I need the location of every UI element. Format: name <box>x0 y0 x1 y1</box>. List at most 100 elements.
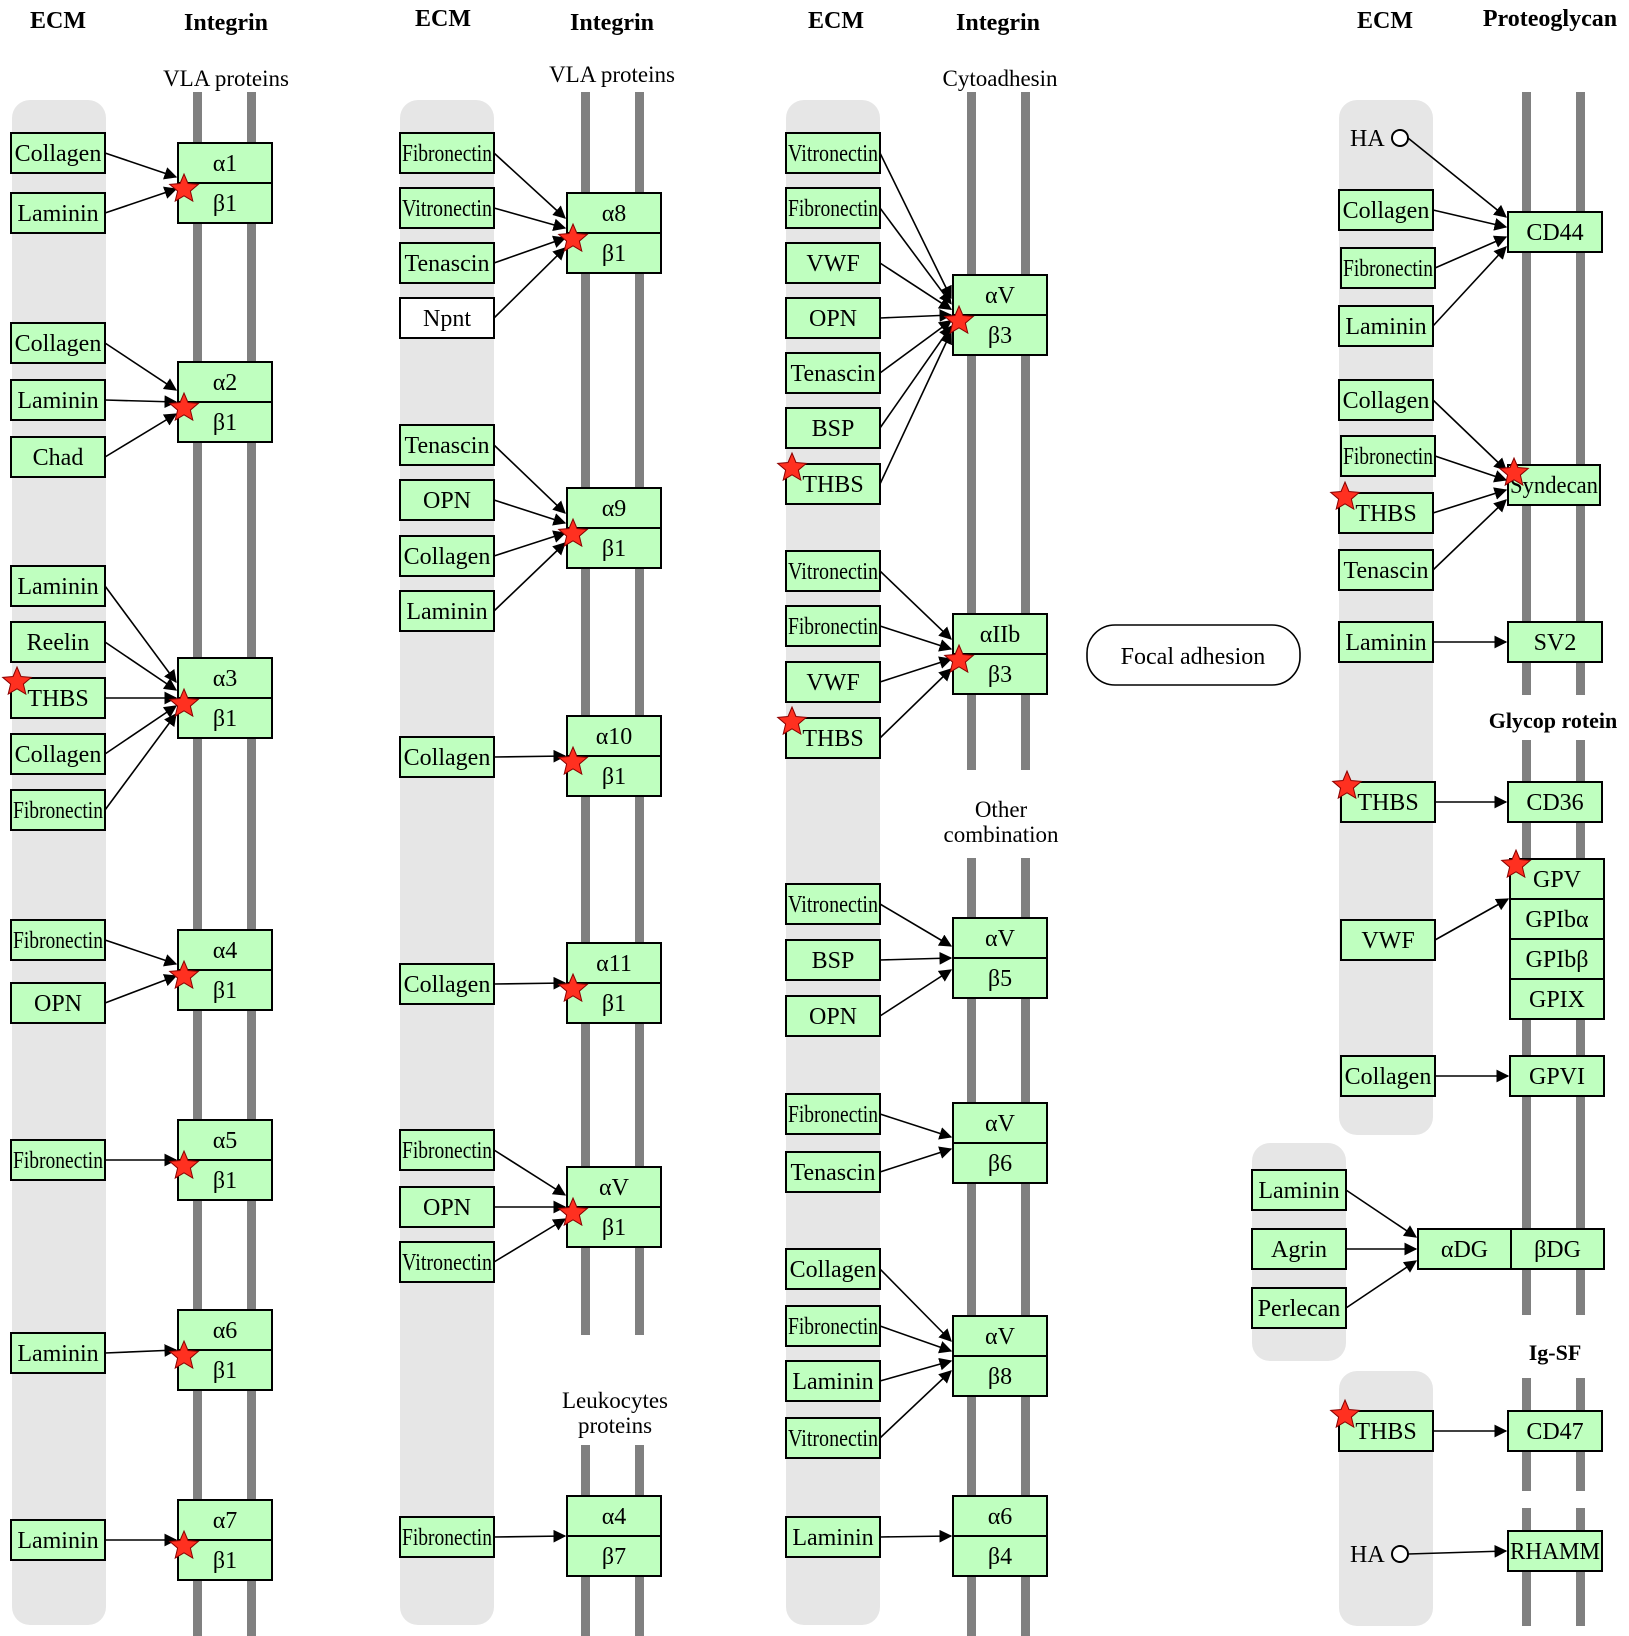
receptor-subunit-αv[interactable]: αV <box>952 917 1048 959</box>
receptor-cd44[interactable]: CD44 <box>1507 211 1603 253</box>
receptor-subunit-β5[interactable]: β5 <box>952 957 1048 999</box>
ligand-perlecan[interactable]: Perlecan <box>1251 1287 1347 1329</box>
receptor-subunit-αv[interactable]: αV <box>566 1166 662 1208</box>
ligand-collagen[interactable]: Collagen <box>399 535 495 577</box>
receptor-subunit-rhamm[interactable]: RHAMM <box>1507 1530 1603 1572</box>
receptor-subunit-αiib[interactable]: αIIb <box>952 613 1048 655</box>
receptor-subunit-βdg[interactable]: βDG <box>1510 1228 1605 1270</box>
receptor-subunit-α5[interactable]: α5 <box>177 1119 273 1161</box>
compound-ha[interactable]: HA <box>1350 1542 1409 1568</box>
receptor-subunit-β3[interactable]: β3 <box>952 653 1048 695</box>
ligand-laminin[interactable]: Laminin <box>1338 621 1434 663</box>
receptor-subunit-α6[interactable]: α6 <box>952 1495 1048 1537</box>
ligand-thbs[interactable]: THBS <box>10 677 106 719</box>
receptor-subunit-α6[interactable]: α6 <box>177 1309 273 1351</box>
receptor-subunit-β1[interactable]: β1 <box>177 1159 273 1201</box>
ligand-vitronectin[interactable]: Vitronectin <box>785 883 881 925</box>
ligand-bsp[interactable]: BSP <box>785 407 881 449</box>
receptor-subunit-α11[interactable]: α11 <box>566 942 662 984</box>
ligand-fibronectin[interactable]: Fibronectin <box>785 187 881 229</box>
ligand-vitronectin[interactable]: Vitronectin <box>399 1241 495 1283</box>
ligand-fibronectin[interactable]: Fibronectin <box>10 919 106 961</box>
receptor-subunit-β1[interactable]: β1 <box>566 1206 662 1248</box>
ligand-collagen[interactable]: Collagen <box>399 736 495 778</box>
ligand-bsp[interactable]: BSP <box>785 939 881 981</box>
ligand-collagen[interactable]: Collagen <box>10 322 106 364</box>
ligand-laminin[interactable]: Laminin <box>10 565 106 607</box>
ligand-laminin[interactable]: Laminin <box>785 1516 881 1558</box>
receptor-subunit-α2[interactable]: α2 <box>177 361 273 403</box>
receptor-subunit-α7[interactable]: α7 <box>177 1499 273 1541</box>
receptor-subunit-β1[interactable]: β1 <box>177 401 273 443</box>
receptor-subunit-β1[interactable]: β1 <box>566 755 662 797</box>
receptor-subunit-β1[interactable]: β1 <box>177 1349 273 1391</box>
ligand-laminin[interactable]: Laminin <box>785 1360 881 1402</box>
receptor-subunit-β7[interactable]: β7 <box>566 1535 662 1577</box>
ligand-fibronectin[interactable]: Fibronectin <box>1340 247 1436 289</box>
receptor-subunit-α4[interactable]: α4 <box>566 1495 662 1537</box>
receptor-subunit-β3[interactable]: β3 <box>952 314 1048 356</box>
ligand-agrin[interactable]: Agrin <box>1251 1228 1347 1270</box>
ligand-laminin[interactable]: Laminin <box>399 590 495 632</box>
ligand-thbs[interactable]: THBS <box>1338 492 1434 534</box>
ligand-fibronectin[interactable]: Fibronectin <box>10 789 106 831</box>
focal-adhesion-map-link[interactable]: Focal adhesion <box>1086 624 1301 686</box>
ligand-laminin[interactable]: Laminin <box>10 1519 106 1561</box>
receptor-subunit-β1[interactable]: β1 <box>566 527 662 569</box>
ligand-opn[interactable]: OPN <box>399 479 495 521</box>
ligand-vwf[interactable]: VWF <box>785 242 881 284</box>
receptor-subunit-β1[interactable]: β1 <box>566 982 662 1024</box>
receptor-subunit-gpvi[interactable]: GPVI <box>1509 1055 1605 1097</box>
receptor-subunit-cd36[interactable]: CD36 <box>1507 781 1603 823</box>
ligand-tenascin[interactable]: Tenascin <box>399 424 495 466</box>
receptor-subunit-β1[interactable]: β1 <box>177 1539 273 1581</box>
ligand-fibronectin[interactable]: Fibronectin <box>399 1129 495 1171</box>
receptor-subunit-α8[interactable]: α8 <box>566 192 662 234</box>
receptor-subunit-β6[interactable]: β6 <box>952 1142 1048 1184</box>
receptor-subunit-αv[interactable]: αV <box>952 274 1048 316</box>
receptor-subunit-αv[interactable]: αV <box>952 1315 1048 1357</box>
compound-ha[interactable]: HA <box>1350 126 1409 152</box>
receptor-subunit-β1[interactable]: β1 <box>566 232 662 274</box>
ligand-laminin[interactable]: Laminin <box>10 379 106 421</box>
receptor-subunit-β1[interactable]: β1 <box>177 969 273 1011</box>
receptor-gpvi[interactable]: GPVI <box>1509 1055 1605 1097</box>
ligand-collagen[interactable]: Collagen <box>1338 379 1434 421</box>
ligand-opn[interactable]: OPN <box>10 982 106 1024</box>
receptor-subunit-α3[interactable]: α3 <box>177 657 273 699</box>
ligand-laminin[interactable]: Laminin <box>10 1332 106 1374</box>
ligand-vitronectin[interactable]: Vitronectin <box>399 187 495 229</box>
ligand-fibronectin[interactable]: Fibronectin <box>785 1093 881 1135</box>
ligand-tenascin[interactable]: Tenascin <box>785 1151 881 1193</box>
ligand-collagen[interactable]: Collagen <box>399 963 495 1005</box>
receptor-subunit-α9[interactable]: α9 <box>566 487 662 529</box>
receptor-syndecan[interactable]: Syndecan <box>1507 464 1601 506</box>
receptor-subunit-α4[interactable]: α4 <box>177 929 273 971</box>
ligand-reelin[interactable]: Reelin <box>10 621 106 663</box>
receptor-subunit-αdg[interactable]: αDG <box>1417 1228 1512 1270</box>
receptor-rhamm[interactable]: RHAMM <box>1507 1530 1603 1572</box>
ligand-chad[interactable]: Chad <box>10 436 106 478</box>
receptor-cd47[interactable]: CD47 <box>1507 1410 1603 1452</box>
ligand-thbs[interactable]: THBS <box>1338 1410 1434 1452</box>
receptor-subunit-gpix[interactable]: GPIX <box>1509 978 1605 1020</box>
ligand-fibronectin[interactable]: Fibronectin <box>10 1139 106 1181</box>
ligand-thbs[interactable]: THBS <box>785 463 881 505</box>
receptor-subunit-β4[interactable]: β4 <box>952 1535 1048 1577</box>
receptor-subunit-β1[interactable]: β1 <box>177 697 273 739</box>
ligand-vitronectin[interactable]: Vitronectin <box>785 550 881 592</box>
receptor-sv2[interactable]: SV2 <box>1507 621 1603 663</box>
ligand-npnt[interactable]: Npnt <box>399 297 495 339</box>
ligand-thbs[interactable]: THBS <box>785 717 881 759</box>
